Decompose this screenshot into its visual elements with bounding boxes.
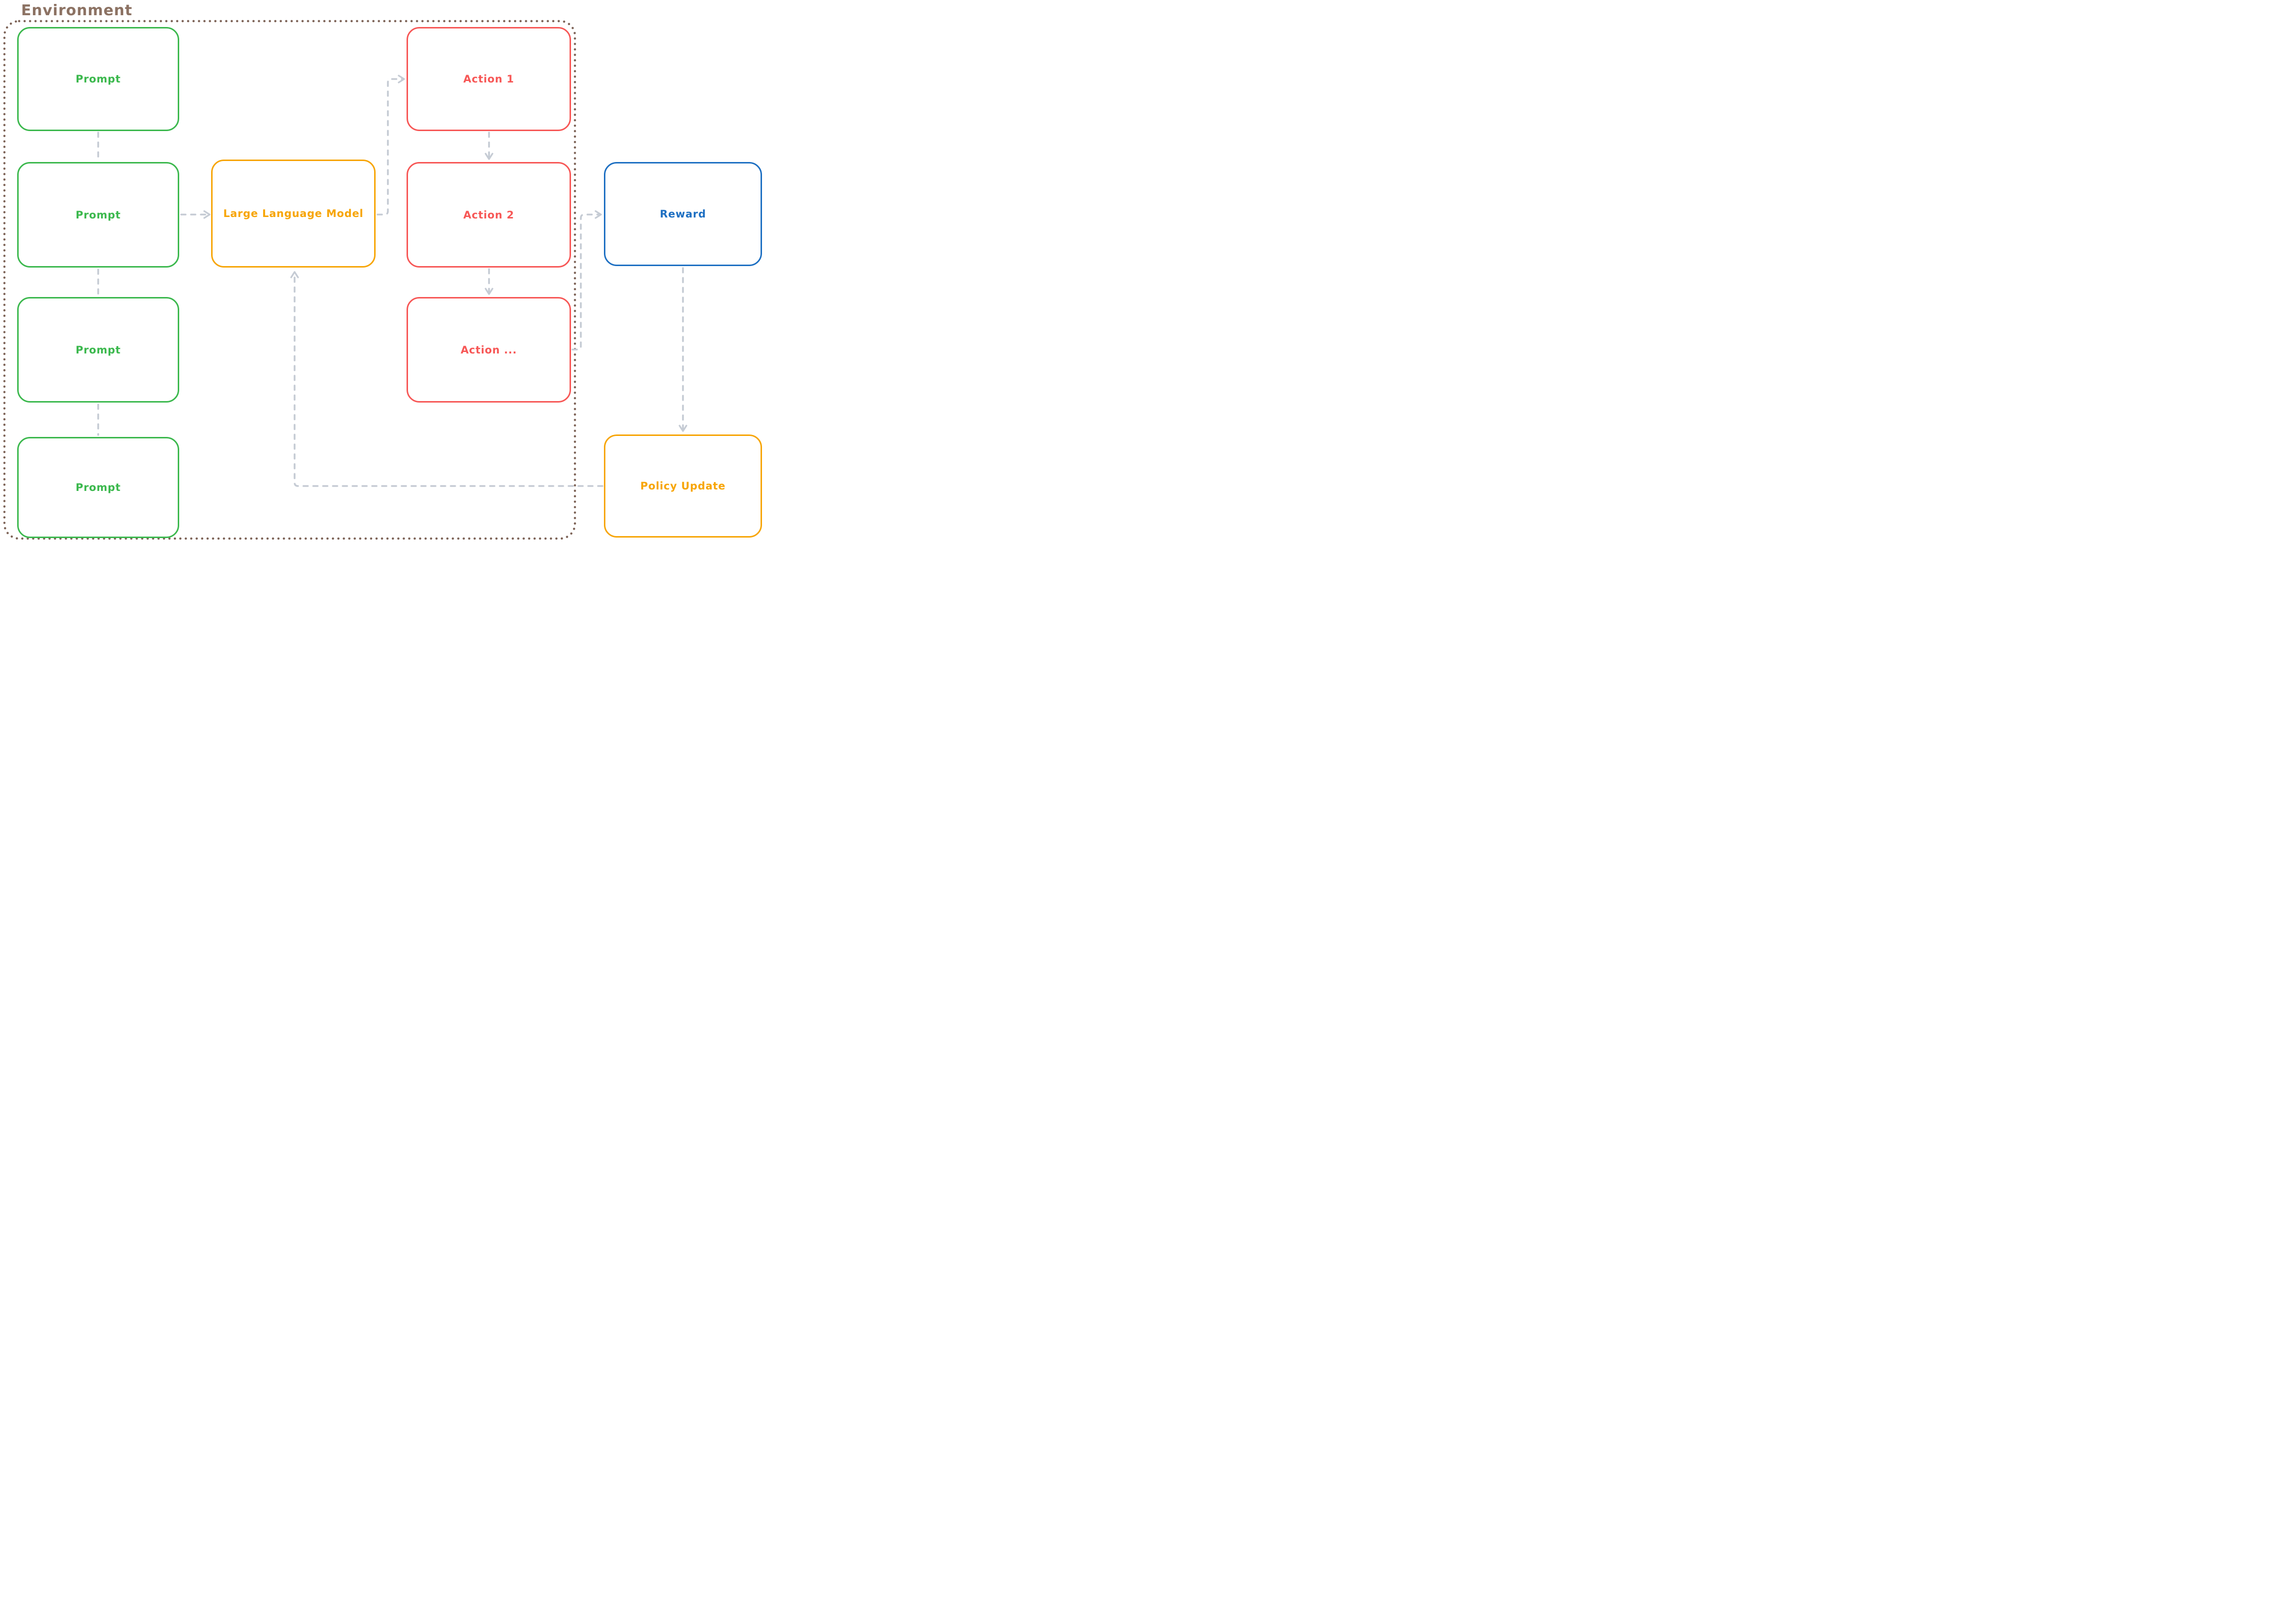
- node-reward: Reward: [604, 162, 762, 266]
- node-prompt-2: Prompt: [17, 162, 179, 268]
- node-policy-update: Policy Update: [604, 434, 762, 538]
- node-action-etc: Action ...: [407, 297, 571, 403]
- node-action-etc-label: Action ...: [461, 344, 517, 356]
- diagram-canvas: Environment Prompt Prompt: [0, 0, 763, 541]
- node-prompt-1: Prompt: [17, 27, 179, 131]
- node-action-2: Action 2: [407, 162, 571, 268]
- environment-label: Environment: [21, 2, 133, 19]
- node-large-language-model: Large Language Model: [211, 160, 376, 268]
- node-prompt-1-label: Prompt: [76, 73, 121, 85]
- node-action-1: Action 1: [407, 27, 571, 131]
- node-prompt-2-label: Prompt: [76, 209, 121, 221]
- node-action-1-label: Action 1: [463, 73, 515, 85]
- node-prompt-4: Prompt: [17, 437, 179, 538]
- node-prompt-4-label: Prompt: [76, 482, 121, 493]
- node-llm-label: Large Language Model: [223, 208, 364, 219]
- edge-llm-action1: [377, 75, 405, 216]
- edge-actionetc-reward: [572, 210, 602, 351]
- node-prompt-3: Prompt: [17, 297, 179, 403]
- node-policy-update-label: Policy Update: [640, 480, 726, 492]
- node-reward-label: Reward: [659, 208, 707, 220]
- node-prompt-3-label: Prompt: [76, 344, 121, 356]
- node-action-2-label: Action 2: [463, 209, 515, 221]
